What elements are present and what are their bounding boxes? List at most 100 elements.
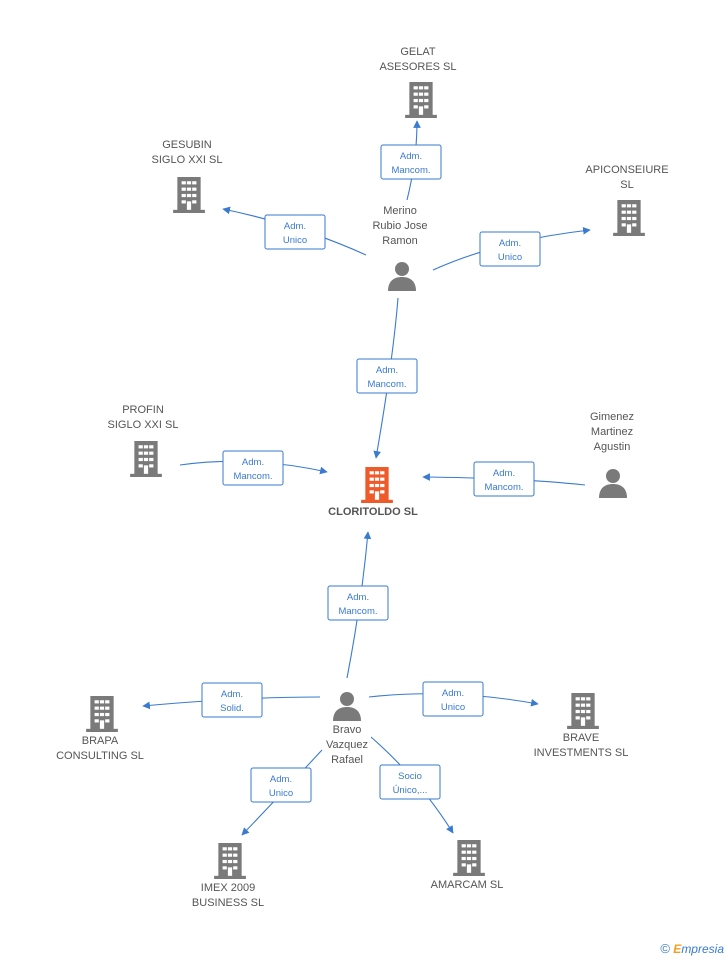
node-label-line: BRAVE (563, 732, 599, 744)
edge-label-line: Mancom. (338, 606, 377, 617)
footer-brand: © Empresia (660, 941, 724, 956)
building-icon (173, 177, 205, 213)
node-label-line: AMARCAM SL (431, 879, 504, 891)
edge-label[interactable]: Adm. Mancom. (380, 144, 442, 180)
node-label-line: Gimenez (590, 411, 634, 423)
edge-label[interactable]: Adm. Solid. (201, 682, 263, 718)
person-icon (333, 692, 361, 721)
edge-label-box (380, 144, 442, 180)
edge-label-box (379, 764, 441, 800)
edge-label-line: Adm. (242, 457, 264, 468)
edge-label-box (356, 358, 418, 394)
node-label-line: INVESTMENTS SL (534, 747, 629, 759)
node-label-line: BUSINESS SL (192, 897, 264, 909)
edge-label-line: Adm. (400, 151, 422, 162)
edge-label-line: Adm. (284, 221, 306, 232)
node-label-line: PROFIN (122, 404, 164, 416)
edge-label-line: Único,... (393, 785, 428, 796)
edge-label-box (264, 214, 326, 250)
edge-bravo-to-imex: Adm.Unico (241, 749, 323, 836)
edge-merino-to-cloritoldo: Adm. Mancom. (356, 297, 418, 459)
edge-label[interactable]: Adm.Mancom. (473, 461, 535, 497)
building-icon (214, 843, 246, 879)
edge-bravo-to-amarcam: SocioÚnico,... (370, 736, 454, 834)
building-icon (453, 840, 485, 876)
edge-label-line: Adm. (270, 774, 292, 785)
node-brave[interactable]: BRAVE INVESTMENTS SL (534, 693, 629, 759)
edge-label-line: Mancom. (367, 379, 406, 390)
brand-logo-text: mpresia (681, 942, 724, 956)
edge-label[interactable]: Adm. Unico (479, 231, 541, 267)
edge-label-line: Adm. (499, 238, 521, 249)
edge-label[interactable]: Adm. Mancom. (222, 450, 284, 486)
edge-label-line: Adm. (442, 688, 464, 699)
edge-label-line: Solid. (220, 703, 244, 714)
edge-label-box (473, 461, 535, 497)
edge-gimenez-to-cloritoldo: Adm.Mancom. (422, 461, 586, 497)
node-label-line: GESUBIN (162, 139, 212, 151)
edge-label-line: Adm. (376, 365, 398, 376)
node-profin[interactable]: PROFIN SIGLO XXI SL (108, 404, 179, 477)
edge-label[interactable]: SocioÚnico,... (379, 764, 441, 800)
node-label-line: SIGLO XXI SL (108, 419, 179, 431)
edge-label[interactable]: Adm. Unico (264, 214, 326, 250)
node-amarcam[interactable]: AMARCAM SL (431, 840, 504, 891)
copyright-icon: © (660, 941, 670, 956)
edge-merino-to-gesubin: Adm. Unico (222, 206, 367, 256)
building-icon (361, 467, 393, 503)
node-label-line: Rubio Jose (372, 220, 427, 232)
edge-bravo-to-brave: Adm. Unico (368, 681, 539, 717)
edge-label[interactable]: Adm.Unico (250, 767, 312, 803)
node-label-line: IMEX 2009 (201, 882, 255, 894)
edge-label-line: Socio (398, 771, 422, 782)
edge-profin-to-cloritoldo: Adm. Mancom. (179, 450, 328, 486)
node-cloritoldo[interactable]: CLORITOLDO SL (328, 467, 418, 518)
edge-label-box (422, 681, 484, 717)
node-brapa[interactable]: BRAPA CONSULTING SL (56, 696, 144, 762)
node-label-line: Vazquez (326, 739, 368, 751)
edge-label[interactable]: Adm. Unico (422, 681, 484, 717)
building-icon (613, 200, 645, 236)
edge-label[interactable]: Adm. Mancom. (327, 585, 389, 621)
edge-label-line: Mancom. (391, 165, 430, 176)
node-label-line: GELAT (400, 46, 436, 58)
edge-label-line: Unico (441, 702, 465, 713)
node-label-line: Martinez (591, 426, 633, 438)
edge-bravo-to-brapa: Adm. Solid. (142, 682, 321, 718)
node-label-line: SL (620, 179, 633, 191)
building-icon (130, 441, 162, 477)
edge-label-line: Adm. (221, 689, 243, 700)
edge-merino-to-apiconseiure: Adm. Unico (432, 226, 591, 271)
node-label-line: CLORITOLDO SL (328, 506, 418, 518)
node-label-line: CONSULTING SL (56, 750, 144, 762)
edge-label-box (250, 767, 312, 803)
edge-label-box (479, 231, 541, 267)
node-label-line: Merino (383, 205, 417, 217)
edge-label-line: Unico (498, 252, 522, 263)
node-label-line: Rafael (331, 754, 363, 766)
edge-label[interactable]: Adm. Mancom. (356, 358, 418, 394)
brand-logo-initial: E (673, 942, 682, 956)
node-apiconseiure[interactable]: APICONSEIURE SL (585, 164, 669, 236)
edge-label-line: Mancom. (484, 482, 523, 493)
edge-label-line: Unico (283, 235, 307, 246)
edge-label-line: Adm. (347, 592, 369, 603)
edge-label-line: Mancom. (233, 471, 272, 482)
building-icon (567, 693, 599, 729)
node-label-line: BRAPA (82, 735, 119, 747)
node-label-line: APICONSEIURE (585, 164, 668, 176)
building-icon (405, 82, 437, 118)
person-icon (388, 262, 416, 291)
edge-label-box (201, 682, 263, 718)
node-label-line: Bravo (333, 724, 362, 736)
edge-label-box (327, 585, 389, 621)
node-label-line: Agustin (594, 441, 631, 453)
edge-bravo-to-cloritoldo: Adm. Mancom. (327, 531, 389, 679)
